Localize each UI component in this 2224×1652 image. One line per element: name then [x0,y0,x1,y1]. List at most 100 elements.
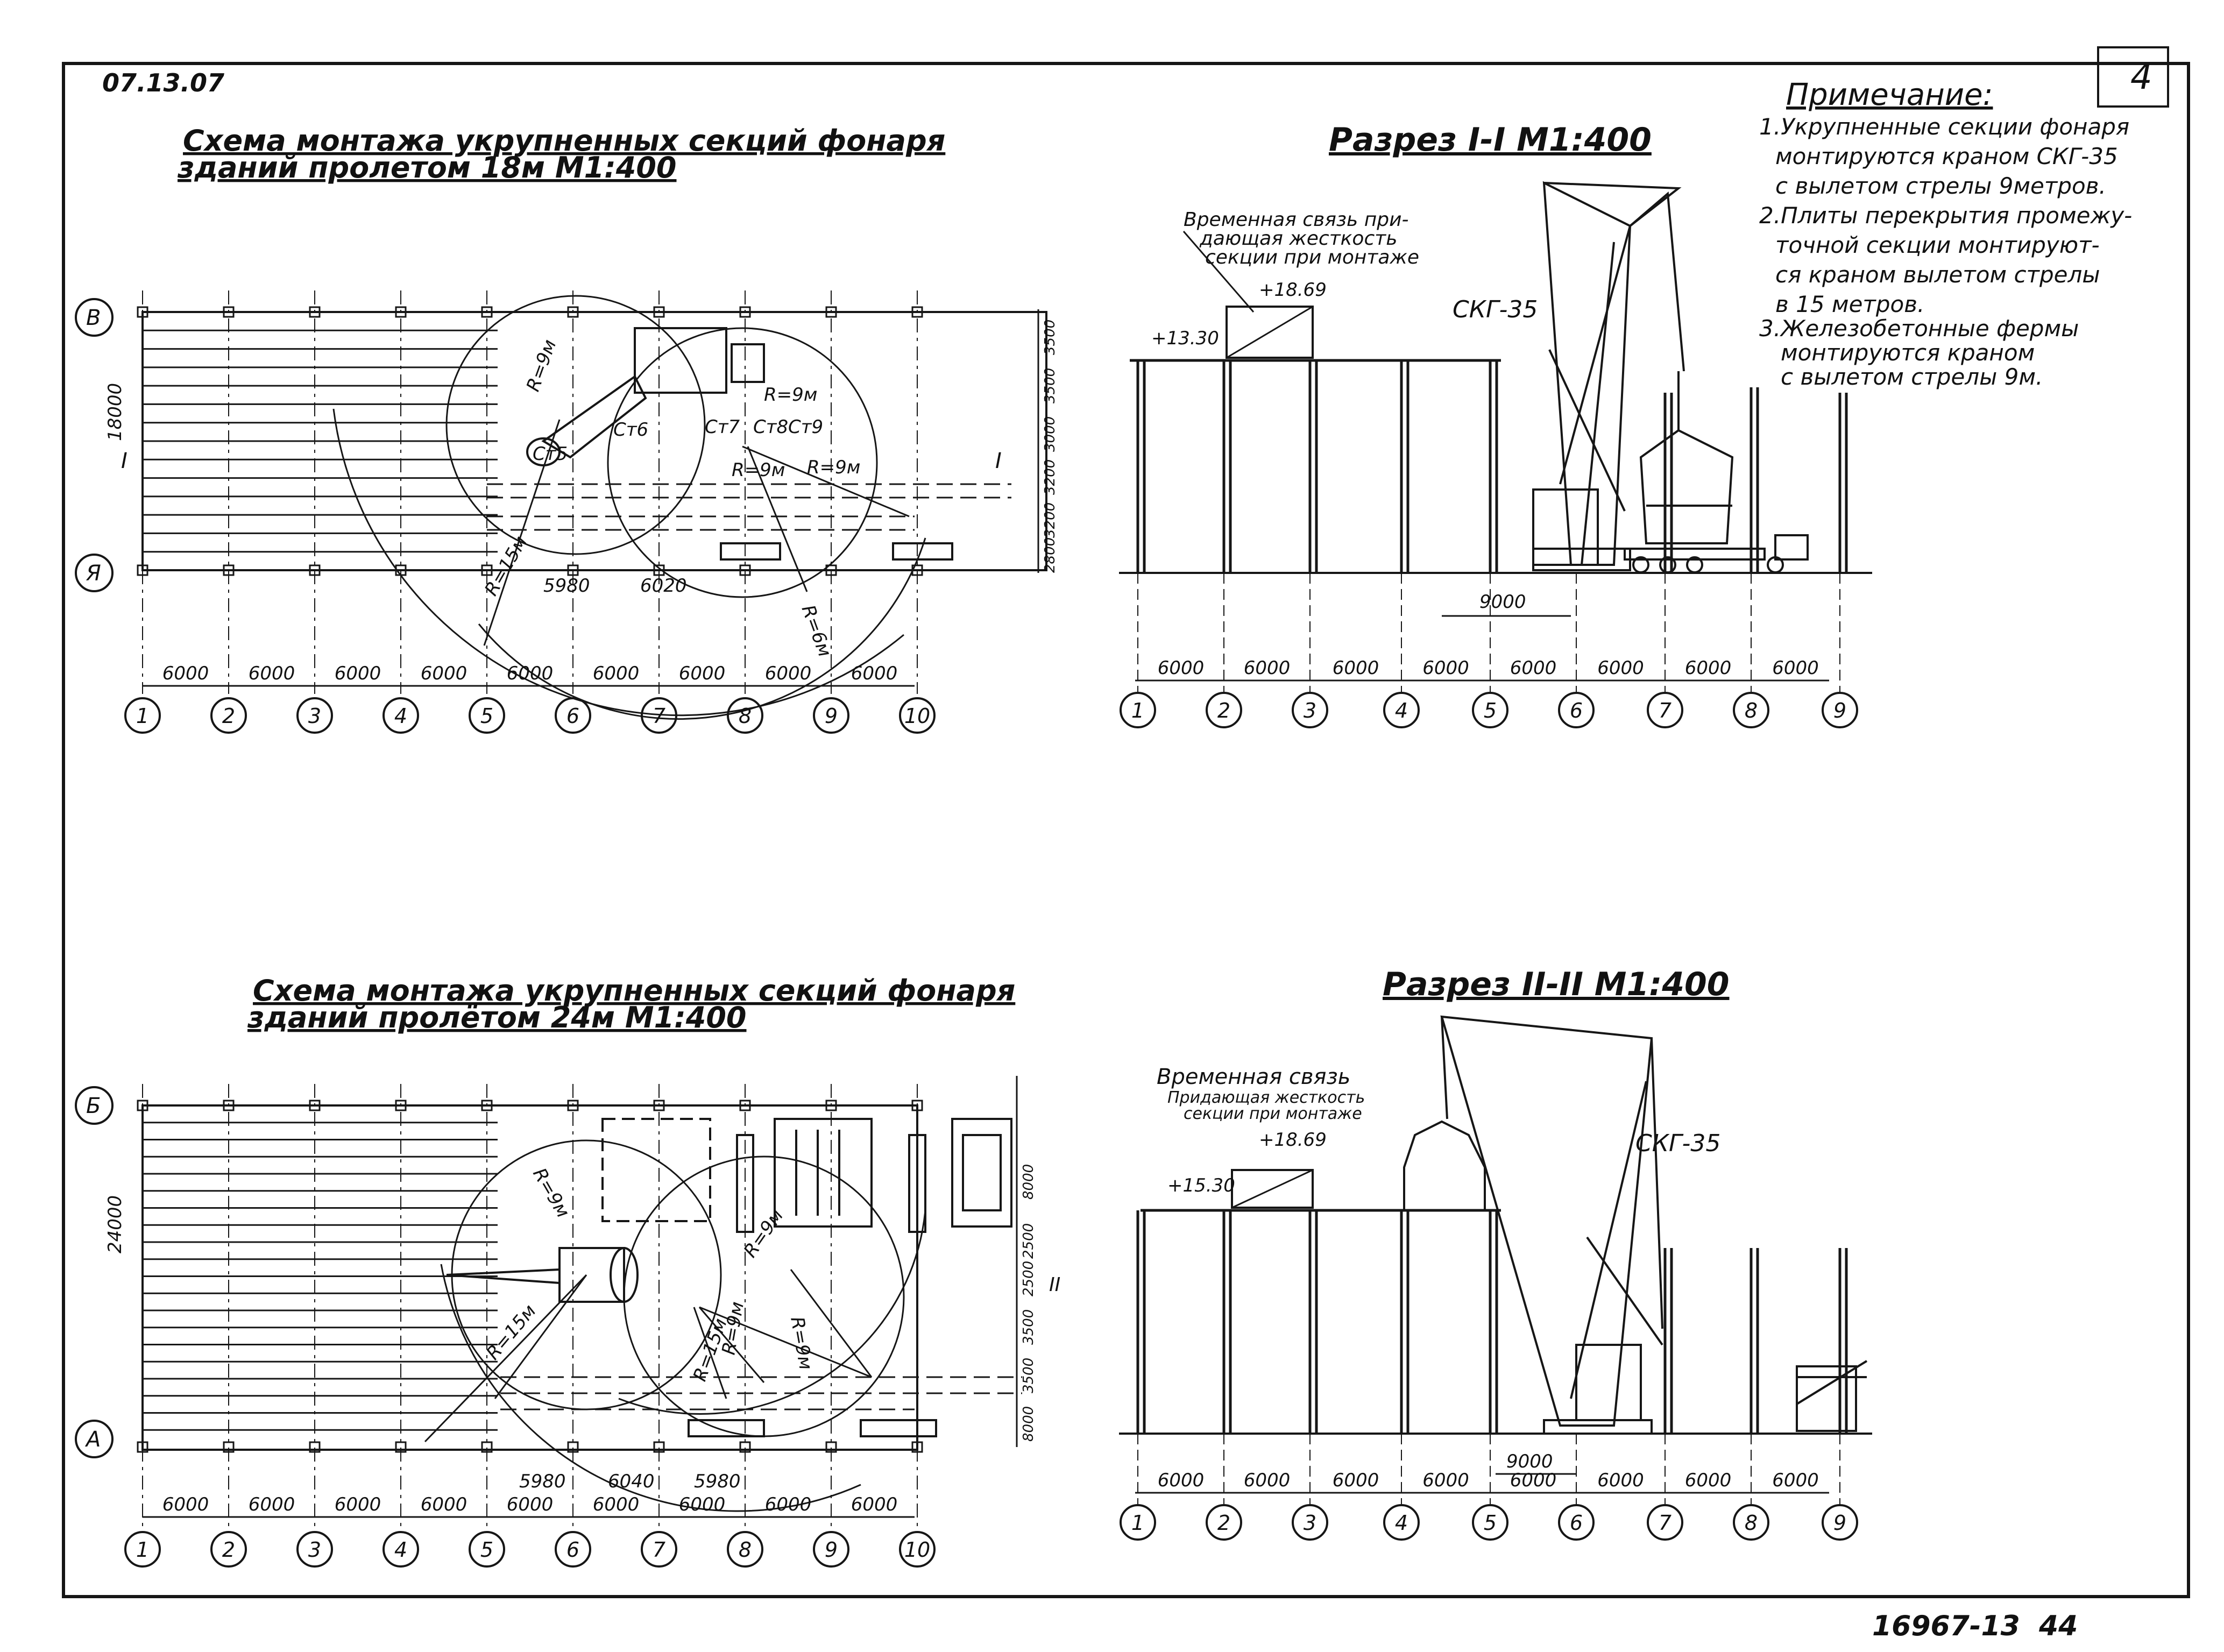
plan18-lanes [487,483,1011,531]
dim-label: 6040 [608,1471,655,1492]
dim-label: 3500 [1042,320,1058,355]
axis-bubble [1822,692,1858,728]
radius-label: R=9м [732,459,785,481]
axis-bubble-label: 6 [566,704,579,728]
axis-bubble [1383,692,1420,728]
axis-bubble [296,1531,333,1568]
axis-bubble [1383,1504,1420,1541]
section-mark: II [1049,1274,1060,1296]
dim-label: 3500 [1021,1309,1037,1345]
plan-24m: Схема монтажа укрупненных секций фонаря … [75,974,1060,1568]
column-marker [309,1441,321,1453]
plan24-crane [446,1247,639,1303]
axis-bubble [210,697,247,734]
station-label: Ст9 [788,416,823,438]
axis-bubble-label: 5 [480,704,493,728]
station-label: Ст5 [533,443,568,465]
plan24-row-axis-label: Б [86,1094,101,1118]
plan24-row-axes: Б А [75,1086,114,1458]
axis-bubble-label: 10 [904,1538,930,1562]
span-dim-label: 6000 [1244,657,1291,679]
plan-18m: Схема монтажа укрупненных секций фонаря … [75,124,1058,734]
span-dim-label: 6000 [421,663,468,684]
axis-bubble [813,697,849,734]
span-dim-label: 6000 [1510,657,1557,679]
span-dim-label: 6000 [1510,1470,1557,1491]
column-marker [825,1441,837,1453]
plan18-row-axis-label: Я [86,561,101,586]
radius-label: R=6м [797,602,836,660]
axis-bubble [469,697,505,734]
axis-bubble-label: 1 [1131,699,1144,722]
plan24-row-axis-label: А [84,1427,101,1452]
span-dim-label: 6000 [1158,1470,1205,1491]
axis-bubble-label: 9 [825,704,838,728]
sec2-elev-mid: +15.30 [1167,1175,1235,1196]
axis-bubble [1292,1504,1328,1541]
span-dim-label: 6000 [1685,1470,1732,1491]
axis-bubble [1472,692,1508,728]
span-dim-label: 6000 [1422,657,1469,679]
span-dim-label: 6000 [249,1494,295,1515]
axis-bubble [1733,1504,1769,1541]
axis-bubble [296,697,333,734]
axis-bubble-label: 3 [308,704,321,728]
span-dim-label: 6000 [162,663,209,684]
section-1: Разрез I-I М1:400 Временная связь при- д… [1119,121,1872,728]
axis-bubble [727,697,763,734]
column-marker [481,1441,493,1453]
sec1-elev-top: +18.69 [1259,279,1327,301]
lantern-section [1231,1169,1314,1209]
span-dim-label: 6000 [851,1494,898,1515]
dim-label: 5980 [519,1471,566,1492]
span-dim-label: 6000 [507,1494,554,1515]
dim-label: 6020 [640,575,687,597]
span-dim-label: 6000 [851,663,898,684]
dim-label: 3500 [1042,368,1058,403]
axis-bubble [210,1531,247,1568]
station-label: Ст8 [753,416,788,438]
plan24-vdim: 24000 [104,1195,126,1253]
span-dim-label: 6000 [593,1494,640,1515]
axis-bubble-label: 6 [1570,699,1583,722]
axis-bubble [899,1531,936,1568]
span-dim-label: 6000 [1772,1470,1819,1491]
page-number: 44 [2038,1610,2078,1642]
axis-bubble-label: 8 [739,704,752,728]
axis-bubble-label: 9 [1833,699,1846,722]
axis-bubble-label: 2 [222,1538,235,1562]
axis-bubble [1206,692,1242,728]
sec2-elev-top: +18.69 [1259,1129,1327,1151]
note-line: в 15 метров. [1775,291,1924,317]
sec1-note: секции при монтаже [1205,246,1419,268]
axis-bubble-label: 10 [904,704,930,728]
dim-label: 2500 [1021,1223,1037,1259]
dim-label: 3200 [1042,502,1058,538]
note-line: 1.Укрупненные секции фонаря [1759,114,2129,140]
sec1-elev-mid: +13.30 [1151,328,1219,349]
span-dim-label: 6000 [1333,1470,1379,1491]
span-dim-label: 6000 [507,663,554,684]
plan24-right-dims: 8000 2500 2500 3500 3500 8000 [1016,1076,1037,1447]
span-dim-label: 6000 [162,1494,209,1515]
station-label: Ст7 [705,416,740,438]
axis-bubble [469,1531,505,1568]
plan18-title-2: зданий пролетом 18м М1:400 [177,151,677,185]
plan24-title-1: Схема монтажа укрупненных секций фонаря [253,974,1015,1008]
axis-bubble [1647,692,1683,728]
doc-number: 16967-13 [1872,1610,2020,1642]
span-dim-label: 6000 [421,1494,468,1515]
dim-label: 3000 [1042,416,1058,452]
crane-skg35 [1440,1015,1868,1435]
notes-title: Примечание: [1786,77,1993,112]
axis-bubble [899,697,936,734]
plan18-vdim: 18000 [104,383,126,441]
axis-bubble [1558,1504,1595,1541]
axis-bubble [383,697,419,734]
sec2-note: Временная связь [1157,1065,1350,1089]
span-dim-label: 6000 [1597,1470,1644,1491]
section-mark: I [121,449,128,473]
sheet-number-box [2097,46,2169,108]
span-dim-label: 6000 [1597,657,1644,679]
